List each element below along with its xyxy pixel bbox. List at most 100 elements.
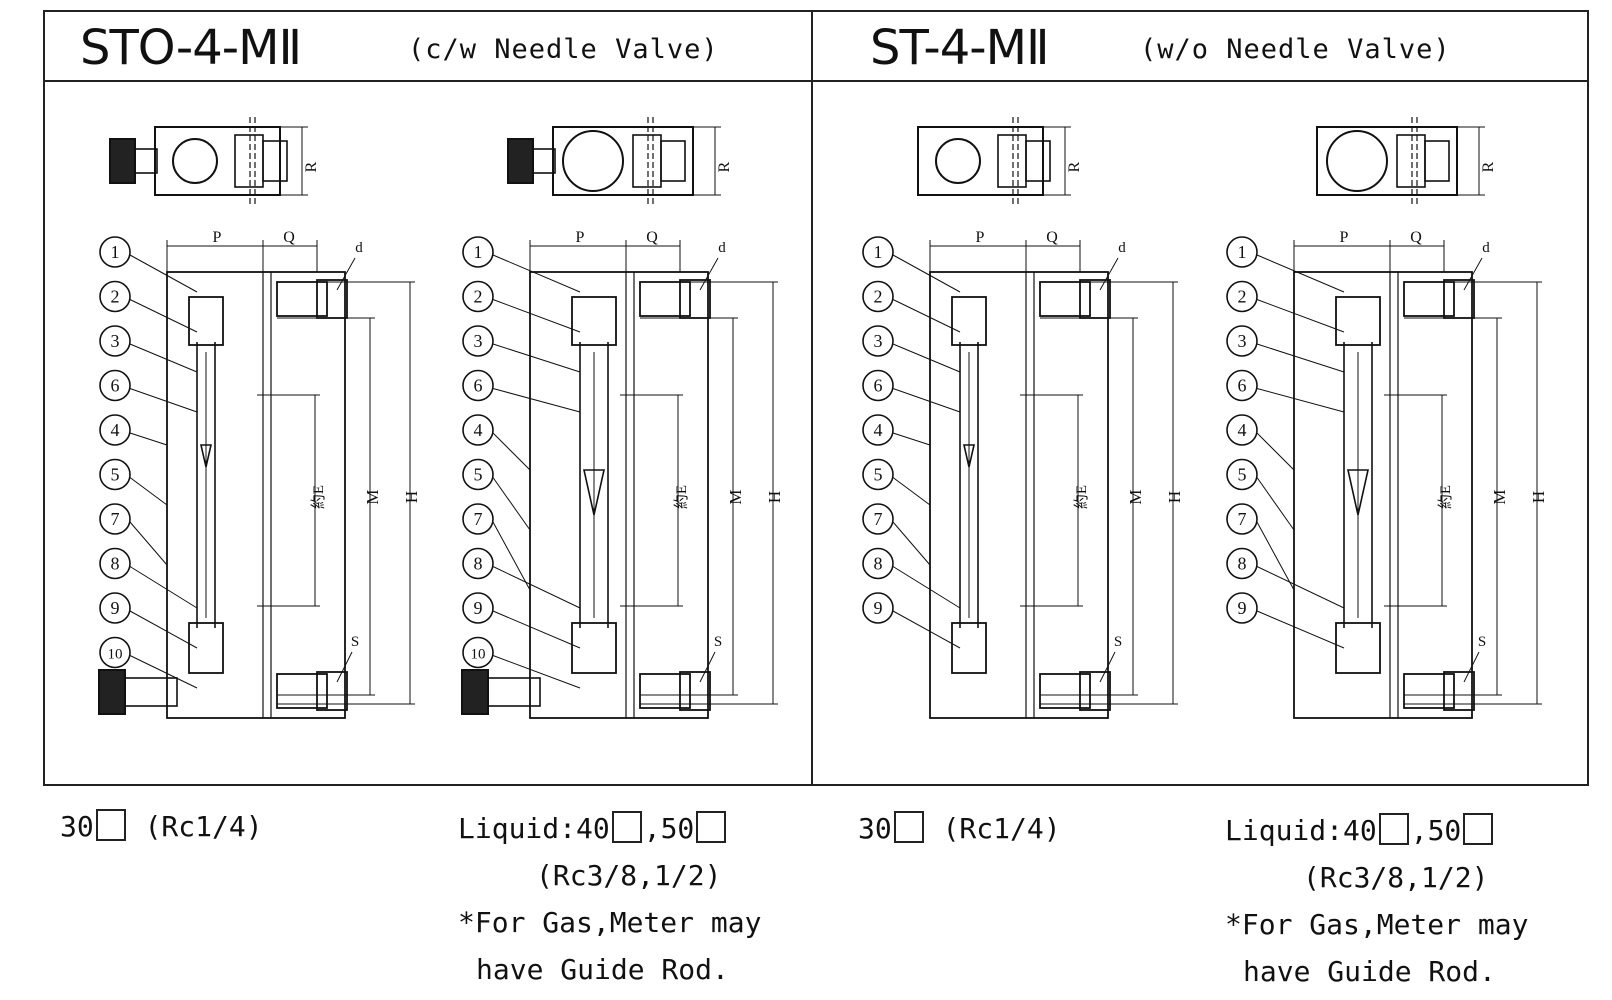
- drawing-line: [492, 432, 531, 471]
- size-box: [696, 811, 727, 843]
- dimension-label-s: S: [351, 634, 359, 650]
- dimension-label-d: d: [718, 240, 726, 256]
- title-rule: [43, 80, 1589, 82]
- drawing-line: [892, 566, 961, 609]
- callout-number: 4: [474, 420, 483, 440]
- panel-subtitle-st: (w/o Needle Valve): [1140, 34, 1451, 65]
- callout-number: 2: [474, 287, 483, 307]
- drawing-shape: [1079, 671, 1111, 711]
- dimension-label-r: R: [716, 161, 733, 172]
- drawing-shape: [507, 138, 534, 184]
- caption-threads: (Rc3/8,1/2): [536, 859, 722, 892]
- drawing-line: [1099, 651, 1116, 683]
- callout-number: 9: [474, 598, 483, 618]
- drawing-shape: [276, 673, 328, 709]
- drawing-shape: [679, 671, 711, 711]
- callout-circle: [462, 236, 494, 268]
- dimension-label-p: P: [1340, 229, 1349, 246]
- drawing-shape: [109, 138, 136, 184]
- panel-title-sto: STO-4-MⅡ: [80, 20, 302, 76]
- drawing-line: [892, 432, 931, 446]
- caption-note2: have Guide Rod.: [1243, 955, 1496, 988]
- drawing-shape: [1396, 134, 1426, 188]
- drawing-line: [492, 521, 531, 591]
- dimension-label-p: P: [976, 229, 985, 246]
- drawing-line: [1256, 477, 1295, 531]
- callout-number: 2: [1238, 287, 1247, 307]
- drawing-line: [892, 477, 931, 506]
- drawing-shape: [632, 134, 662, 188]
- dimension-label-q: Q: [646, 229, 658, 246]
- tube-circle: [172, 138, 218, 184]
- drawing-line: [699, 257, 719, 291]
- size-box: [95, 809, 126, 841]
- callout-circle: [1226, 236, 1258, 268]
- drawing-shape: [1316, 126, 1458, 196]
- callout-circle: [99, 280, 131, 313]
- drawing-frame: [43, 10, 1589, 786]
- dimension-label-p: P: [213, 229, 222, 246]
- callout-circle: [462, 503, 494, 535]
- caption-note1: *For Gas,Meter may: [458, 906, 762, 939]
- drawing-line: [492, 566, 581, 609]
- callout-circle: [1226, 458, 1258, 491]
- drawing-shape: [1039, 673, 1091, 709]
- dimension-label-e: 約E: [1073, 485, 1090, 509]
- callout-circle: [1226, 503, 1258, 535]
- drawing-shape: [660, 140, 686, 182]
- drawing-line: [1099, 257, 1119, 291]
- dimension-label-e: 約E: [1437, 485, 1454, 509]
- dimension-label-e: 約E: [673, 485, 690, 509]
- drawing-shape: [997, 134, 1027, 188]
- dimension-label-p: P: [576, 229, 585, 246]
- drawing-line: [492, 477, 531, 531]
- drawing-line: [129, 566, 198, 609]
- callout-number: 10: [471, 647, 486, 663]
- drawing-shape: [124, 677, 178, 707]
- callout-number: 1: [111, 242, 120, 262]
- callout-number: 6: [474, 376, 483, 396]
- panel-title-st: ST-4-MⅡ: [870, 20, 1050, 76]
- callout-circle: [862, 414, 894, 446]
- drawing-line: [892, 521, 931, 566]
- callout-circle: [462, 369, 494, 402]
- callout-number: 1: [1238, 242, 1247, 262]
- callout-number: 8: [1238, 554, 1247, 574]
- dimension-label-q: Q: [1046, 229, 1058, 246]
- drawing-shape: [262, 140, 288, 182]
- callout-circle: [862, 236, 894, 268]
- callout-circle: [462, 636, 494, 669]
- dimension-label-d: d: [1482, 240, 1490, 256]
- callout-number: 2: [111, 287, 120, 307]
- drawing-shape: [166, 271, 346, 719]
- drawing-shape: [316, 671, 348, 711]
- drawing-line: [892, 254, 961, 293]
- drawing-line: [1256, 566, 1345, 609]
- callout-circle: [462, 280, 494, 313]
- callout-circle: [99, 592, 131, 624]
- callout-circle: [99, 325, 131, 357]
- drawing-line: [129, 343, 198, 373]
- callout-number: 8: [474, 554, 483, 574]
- dimension-label-s: S: [1114, 634, 1122, 650]
- callout-circle: [462, 458, 494, 491]
- callout-circle: [1226, 592, 1258, 624]
- drawing-line: [129, 610, 198, 649]
- drawing-shape: [1079, 279, 1111, 319]
- callout-number: 5: [474, 465, 483, 485]
- callout-number: 9: [874, 598, 883, 618]
- caption-st-small: 30 (Rc1/4): [858, 805, 1061, 852]
- dimension-label-e: 約E: [310, 485, 327, 509]
- callout-number: 4: [874, 420, 883, 440]
- drawing-shape: [1025, 140, 1051, 182]
- drawing-shape: [1443, 671, 1475, 711]
- drawing-line: [492, 388, 581, 413]
- callout-circle: [99, 636, 131, 669]
- caption-size: 30: [858, 812, 892, 845]
- callout-number: 4: [111, 420, 120, 440]
- drawing-shape: [276, 281, 328, 317]
- callout-number: 7: [474, 509, 483, 529]
- caption-st-large: Liquid:40,50 (Rc3/8,1/2) *For Gas,Meter …: [1225, 807, 1528, 995]
